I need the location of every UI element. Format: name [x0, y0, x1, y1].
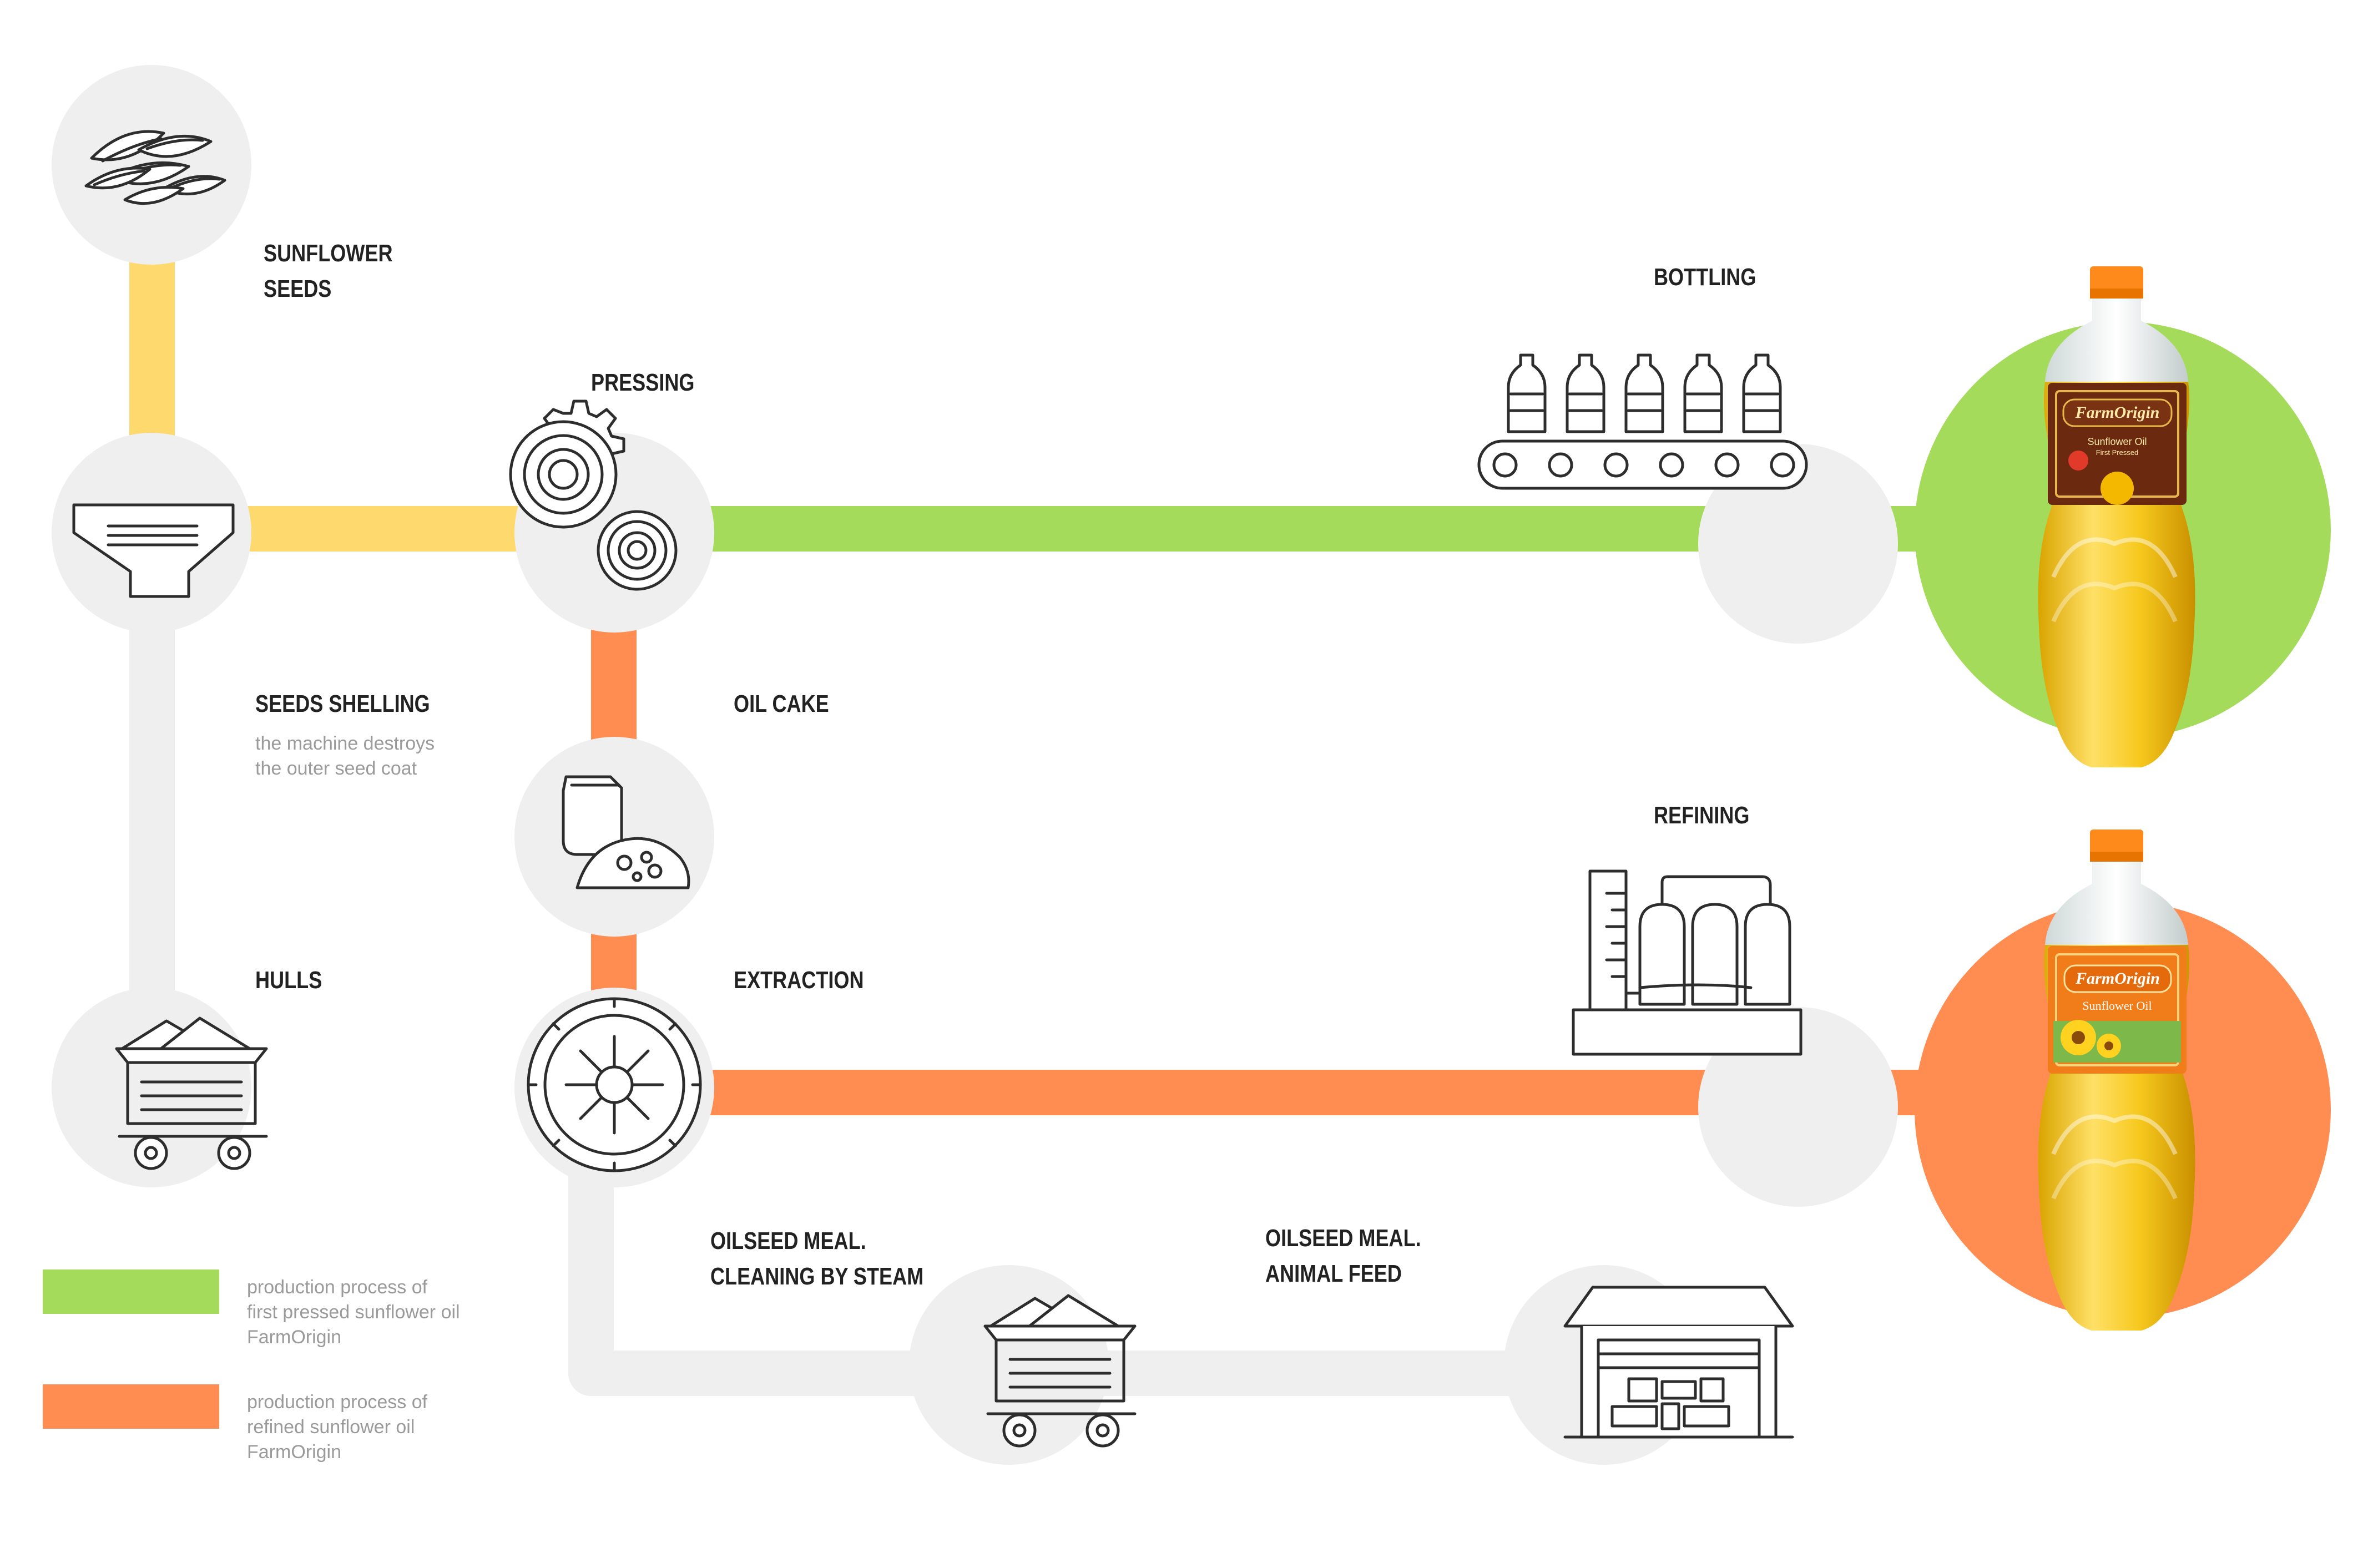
- label-seeds-shelling: SEEDS SHELLING: [255, 690, 430, 717]
- label-oilseed-meal-steam-line2: CLEANING BY STEAM: [710, 1263, 924, 1290]
- warehouse-icon: [1563, 1286, 1794, 1439]
- label-oilseed-meal-feed-line2: ANIMAL FEED: [1265, 1260, 1402, 1287]
- label-extraction: EXTRACTION: [734, 967, 864, 994]
- label-sunflower-seeds-line2: SEEDS: [264, 275, 332, 302]
- desc-seeds-shelling-line1: the machine destroys: [255, 733, 435, 754]
- hopper-icon: [72, 503, 235, 598]
- desc-seeds-shelling-line2: the outer seed coat: [255, 758, 417, 779]
- legend-first-line1: production process of: [247, 1277, 428, 1298]
- extractor-icon: [527, 997, 702, 1172]
- legend-refined-line2: refined sunflower oil: [247, 1417, 415, 1438]
- label-oilseed-meal-steam: OILSEED MEAL. CLEANING BY STEAM: [710, 1223, 923, 1294]
- track-meal-gray: [568, 1110, 1609, 1396]
- seeds-icon: [84, 130, 226, 205]
- node-bottling: [1698, 444, 1898, 644]
- track-hopper-pressing-yellow: [222, 506, 533, 552]
- mine-cart-icon: [115, 1016, 268, 1170]
- legend-refined-line1: production process of: [247, 1392, 428, 1413]
- label-bottling: BOTTLING: [1654, 264, 1756, 291]
- oil-cake-icon: [562, 775, 690, 889]
- legend-text-refined: production process of refined sunflower …: [247, 1390, 427, 1465]
- legend-first-line2: first pressed sunflower oil: [247, 1302, 460, 1323]
- bottle-first-sub: First Pressed: [2096, 448, 2139, 457]
- bottle-first-brand: FarmOrigin: [2075, 403, 2160, 422]
- bottle-first-pressed: [2038, 266, 2195, 767]
- label-oilseed-meal-feed-line1: OILSEED MEAL.: [1265, 1225, 1421, 1252]
- label-sunflower-seeds-line1: SUNFLOWER: [264, 240, 393, 267]
- bottle-refined-name: Sunflower Oil: [2082, 999, 2152, 1013]
- label-oil-cake: OIL CAKE: [734, 690, 829, 717]
- bottle-first-name: Sunflower Oil: [2087, 436, 2147, 447]
- legend-text-first-pressed: production process of first pressed sunf…: [247, 1275, 460, 1350]
- legend-refined-line3: FarmOrigin: [247, 1441, 342, 1463]
- label-oilseed-meal-feed: OILSEED MEAL. ANIMAL FEED: [1265, 1221, 1421, 1292]
- refinery-icon: [1572, 869, 1802, 1056]
- desc-seeds-shelling: the machine destroys the outer seed coat: [255, 731, 435, 781]
- node-refining: [1698, 1007, 1898, 1207]
- bottle-refined: [2038, 829, 2195, 1331]
- mine-cart-icon: [983, 1294, 1137, 1448]
- conveyor-bottles-icon: [1477, 353, 1808, 490]
- legend-swatch-refined: [43, 1384, 219, 1429]
- label-hulls: HULLS: [255, 967, 322, 994]
- bottle-refined-brand: FarmOrigin: [2076, 969, 2160, 988]
- gears-icon: [509, 399, 678, 591]
- label-sunflower-seeds: SUNFLOWER SEEDS: [264, 236, 392, 307]
- legend-first-line3: FarmOrigin: [247, 1327, 342, 1348]
- label-oilseed-meal-steam-line1: OILSEED MEAL.: [710, 1227, 866, 1255]
- legend-swatch-first-pressed: [43, 1269, 219, 1314]
- label-refining: REFINING: [1654, 802, 1750, 829]
- label-pressing: PRESSING: [591, 369, 695, 396]
